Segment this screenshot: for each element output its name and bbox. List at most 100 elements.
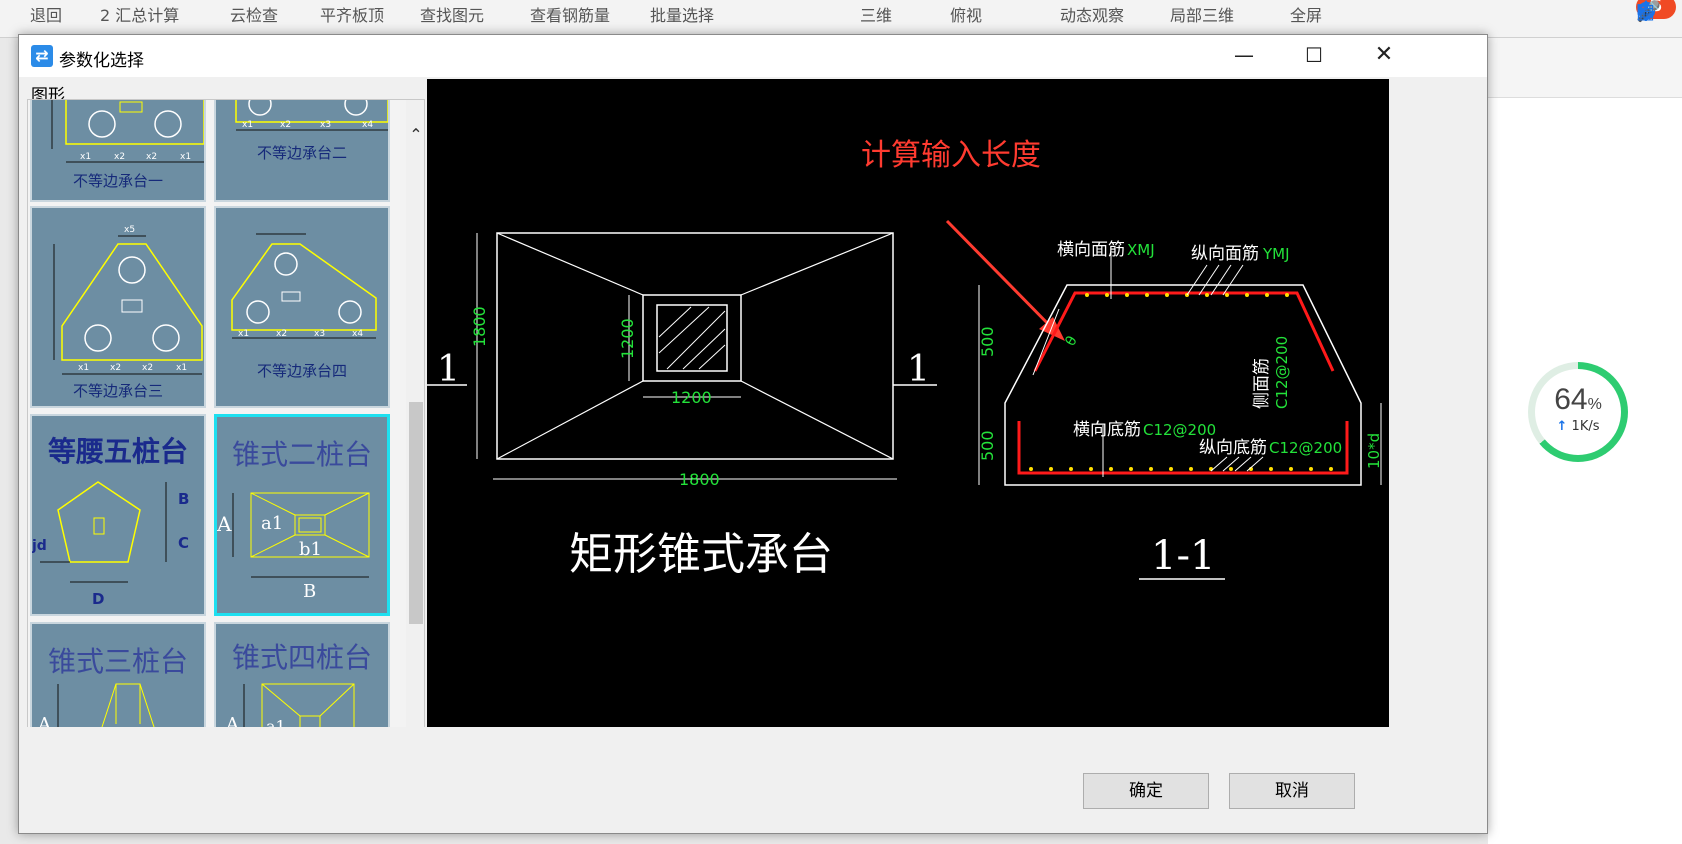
section-title: 1-1 bbox=[1151, 533, 1215, 579]
gauge-speed: ↑ 1K/s bbox=[1556, 419, 1600, 434]
plan-title: 矩形锥式承台 bbox=[569, 529, 833, 580]
shape-thumb-isosceles-5pile[interactable]: 等腰五桩台 B C D jd bbox=[30, 414, 206, 616]
dim-label-a1: a1 bbox=[261, 513, 283, 534]
preview-canvas: 计算输入长度 1800 1800 1200 1200 bbox=[427, 79, 1389, 727]
shape-thumb-cone-2pile[interactable]: 锥式二桩台 A a1 b1 B bbox=[214, 414, 390, 616]
network-speed-gauge[interactable]: 64% ↑ 1K/s bbox=[1528, 362, 1628, 462]
toolbar-item[interactable]: 查找图元 bbox=[420, 6, 485, 25]
shape-drawing: B C D jd bbox=[32, 481, 189, 608]
gauge-center: 64% ↑ 1K/s bbox=[1535, 369, 1621, 455]
parametric-select-dialog: ⇄ 参数化选择 — ☐ ✕ 图形 x1 x2 x2 x1 不等边承台一 bbox=[18, 34, 1488, 834]
preview-drawing: 计算输入长度 1800 1800 1200 1200 bbox=[427, 138, 1383, 580]
section-top-long-label: 纵向面筋 bbox=[1191, 244, 1259, 264]
section-theta: θ bbox=[1063, 334, 1081, 349]
ime-voice-icon[interactable]: 🎤 bbox=[1636, 0, 1661, 23]
background-panel-header bbox=[1488, 38, 1682, 98]
svg-text:x2: x2 bbox=[114, 152, 125, 162]
dialog-titlebar[interactable]: ⇄ 参数化选择 — ☐ ✕ bbox=[19, 35, 1487, 77]
section-side-label: 侧面筋 bbox=[1252, 358, 1272, 409]
ime-toolbar[interactable]: S 中 ·, ☻ 🎤 ▦ bbox=[1630, 0, 1682, 23]
dim-label-b: B bbox=[178, 490, 189, 508]
shape-drawing: x1 x2 x2 x1 bbox=[51, 100, 204, 163]
plan-section-mark-right: 1 bbox=[907, 349, 930, 390]
section-dim-lower: 500 bbox=[978, 430, 997, 461]
app-icon: ⇄ bbox=[31, 45, 53, 67]
shape-caption: 不等边承台三 bbox=[72, 382, 163, 400]
minimize-button[interactable]: — bbox=[1234, 43, 1254, 67]
preview-annotation: 计算输入长度 bbox=[861, 138, 1041, 173]
svg-text:x2: x2 bbox=[276, 329, 287, 339]
maximize-button[interactable]: ☐ bbox=[1305, 43, 1323, 67]
shape-caption: 锥式三桩台 bbox=[47, 645, 188, 678]
svg-text:x2: x2 bbox=[146, 152, 157, 162]
shape-caption: 锥式二桩台 bbox=[231, 438, 372, 471]
svg-text:x3: x3 bbox=[320, 120, 331, 130]
shape-caption: 不等边承台二 bbox=[256, 144, 347, 162]
shape-thumb-unequal-1[interactable]: x1 x2 x2 x1 不等边承台一 bbox=[30, 100, 206, 202]
ime-punctuation-icon[interactable]: ·, bbox=[1636, 0, 1652, 23]
ime-chinese-mode-icon[interactable]: 中 bbox=[1636, 0, 1656, 23]
section-side-value: C12@200 bbox=[1273, 336, 1291, 409]
svg-text:x2: x2 bbox=[110, 363, 121, 373]
dialog-title: 参数化选择 bbox=[59, 51, 144, 71]
svg-text:x1: x1 bbox=[78, 363, 89, 373]
svg-text:x5: x5 bbox=[124, 225, 135, 235]
ime-emoji-icon[interactable]: ☻ bbox=[1636, 0, 1657, 23]
shape-drawing: x1 x2 x3 x4 bbox=[235, 100, 388, 131]
toolbar-item[interactable]: 2 汇总计算 bbox=[100, 6, 180, 25]
svg-text:x1: x1 bbox=[242, 120, 253, 130]
plan-dim-inner-w: 1200 bbox=[671, 388, 712, 407]
cancel-button[interactable]: 取消 bbox=[1229, 773, 1355, 809]
close-button[interactable]: ✕ bbox=[1374, 42, 1394, 67]
plan-dim-outer-h: 1800 bbox=[470, 306, 489, 347]
toolbar-item[interactable]: 平齐板顶 bbox=[320, 6, 385, 25]
section-bot-trans-value: C12@200 bbox=[1143, 421, 1216, 439]
toolbar-item[interactable]: 云检查 bbox=[230, 6, 279, 25]
plan-section-mark-left: 1 bbox=[437, 349, 460, 390]
shape-caption: 等腰五桩台 bbox=[47, 435, 188, 468]
shape-drawing: A a1 b1 B bbox=[217, 492, 370, 602]
toolbar-item[interactable]: 全屏 bbox=[1290, 6, 1323, 25]
dim-label-b1: b1 bbox=[299, 539, 322, 560]
gauge-percent: 64% bbox=[1554, 383, 1602, 416]
section-bot-long-value: C12@200 bbox=[1269, 439, 1342, 457]
ime-logo-icon[interactable]: S bbox=[1636, 0, 1676, 19]
toolbar-item[interactable]: 查看钢筋量 bbox=[530, 6, 611, 25]
toolbar-item[interactable]: 退回 bbox=[30, 6, 63, 25]
upload-arrow-icon: ↑ bbox=[1556, 419, 1568, 434]
section-dim-right: 10*d bbox=[1365, 433, 1383, 469]
svg-text:x1: x1 bbox=[176, 363, 187, 373]
shape-thumb-unequal-2[interactable]: x1 x2 x3 x4 不等边承台二 bbox=[214, 100, 390, 202]
section-bot-long-label: 纵向底筋 bbox=[1199, 438, 1267, 458]
section-dim-upper: 500 bbox=[978, 326, 997, 357]
section-top-trans-label: 横向面筋 bbox=[1057, 240, 1125, 260]
plan-dim-inner-h: 1200 bbox=[618, 318, 637, 359]
shape-drawing: x1 x2 x2 x1 x5 bbox=[53, 225, 203, 375]
shape-thumb-unequal-4[interactable]: x1 x2 x3 x4 不等边承台四 bbox=[214, 206, 390, 408]
section-top-long-value: YMJ bbox=[1262, 245, 1290, 263]
toolbar-item[interactable]: 俯视 bbox=[950, 6, 983, 25]
shape-thumb-unequal-3[interactable]: x1 x2 x2 x1 x5 不等边承台三 bbox=[30, 206, 206, 408]
scroll-up-icon[interactable]: ⌃ bbox=[409, 125, 423, 144]
dim-label-jd: jd bbox=[32, 538, 47, 554]
toolbar-item[interactable]: 动态观察 bbox=[1060, 6, 1125, 25]
svg-text:x3: x3 bbox=[314, 329, 325, 339]
background-panel bbox=[1488, 98, 1682, 844]
shape-caption: 不等边承台四 bbox=[256, 362, 347, 380]
shape-list[interactable]: x1 x2 x2 x1 不等边承台一 x1 x2 x3 x4 不等边承台二 bbox=[27, 99, 425, 815]
svg-text:x1: x1 bbox=[180, 152, 191, 162]
dim-label-b: B bbox=[303, 581, 316, 602]
shape-caption: 不等边承台一 bbox=[72, 172, 163, 190]
scroll-thumb[interactable] bbox=[409, 402, 423, 624]
svg-text:x1: x1 bbox=[80, 152, 91, 162]
svg-text:x2: x2 bbox=[280, 120, 291, 130]
dim-label-c: C bbox=[178, 534, 189, 552]
toolbar-item[interactable]: 局部三维 bbox=[1170, 6, 1235, 25]
toolbar-item[interactable]: 批量选择 bbox=[650, 6, 715, 25]
ime-keyboard-icon[interactable]: ▦ bbox=[1636, 0, 1655, 23]
list-scrollbar[interactable]: ⌃ ⌄ bbox=[406, 100, 424, 814]
toolbar-item[interactable]: 三维 bbox=[860, 6, 893, 25]
ok-button[interactable]: 确定 bbox=[1083, 773, 1209, 809]
section-top-trans-value: XMJ bbox=[1127, 241, 1155, 259]
shape-drawing: x1 x2 x3 x4 bbox=[231, 233, 377, 339]
